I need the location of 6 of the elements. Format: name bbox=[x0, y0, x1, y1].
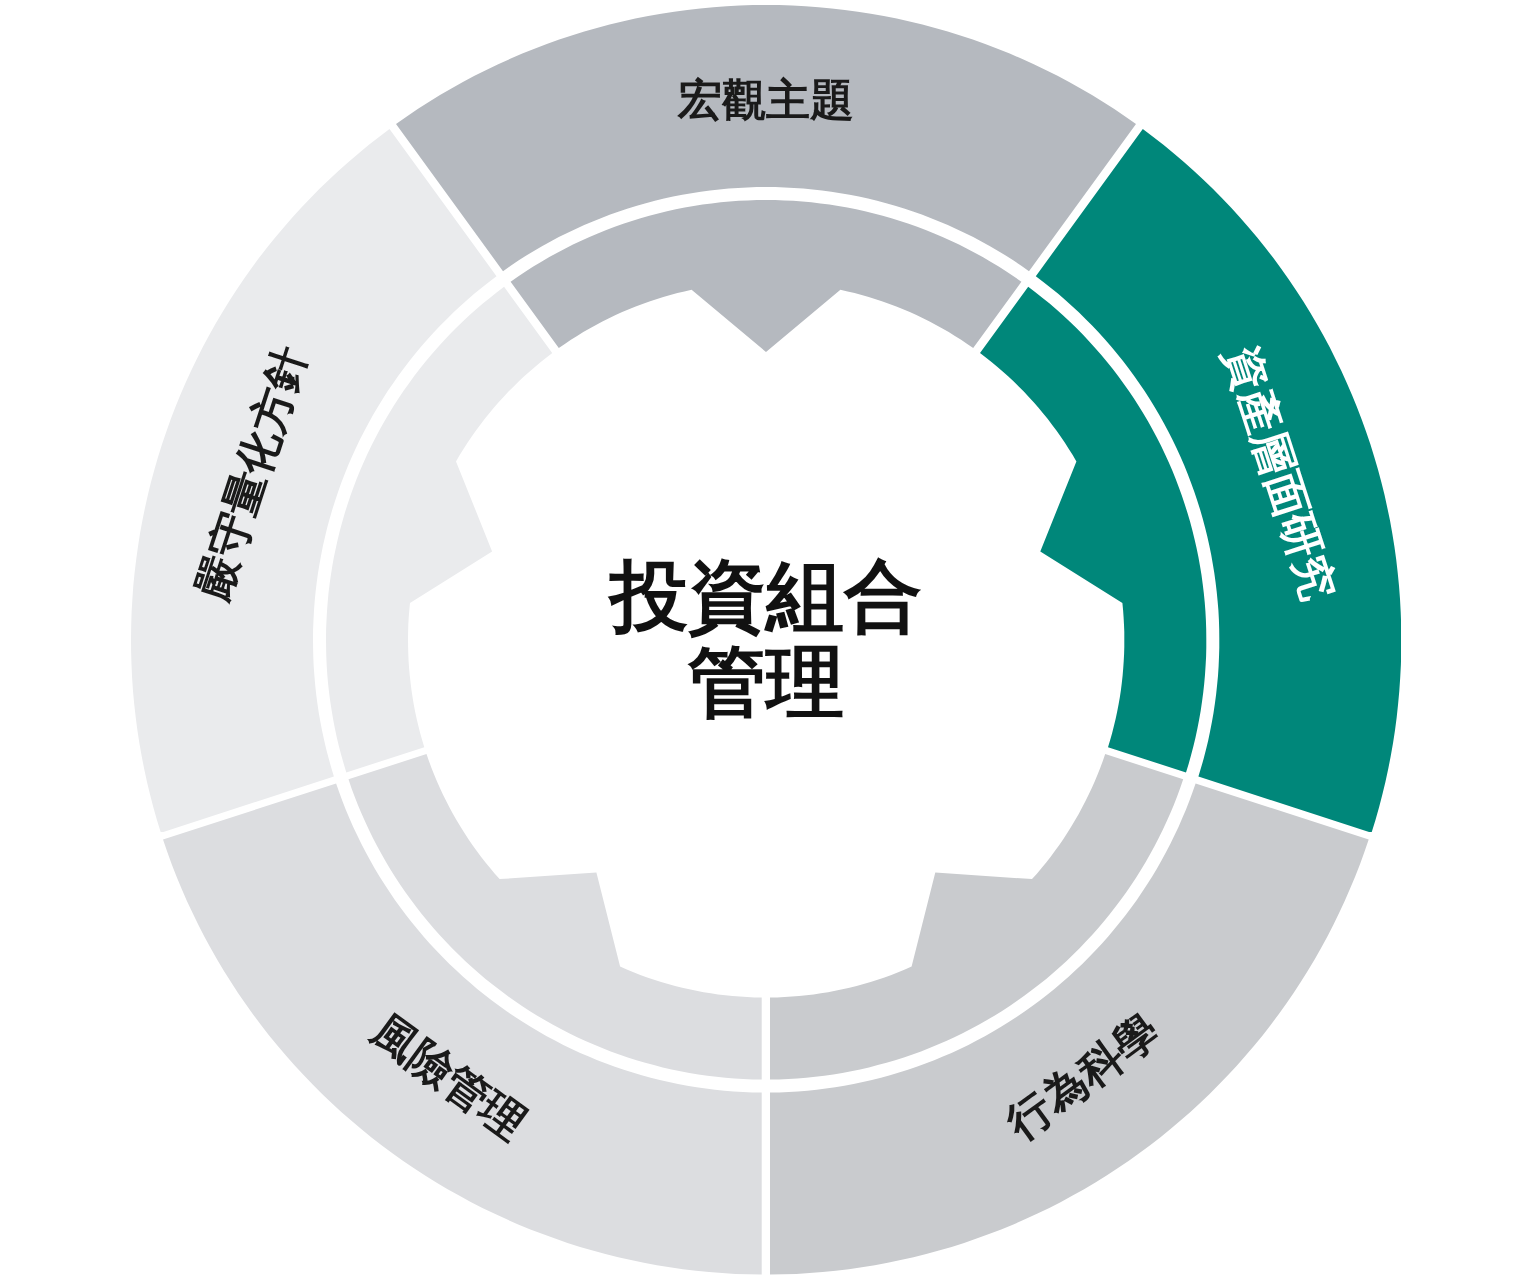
segment-label: 嚴守量化方針 bbox=[188, 340, 317, 607]
segment-label: 風險管理 bbox=[363, 1005, 534, 1149]
segment-label: 資產層面研究 bbox=[1215, 340, 1344, 607]
center-label: 投資組合管理 bbox=[606, 554, 926, 726]
segment-label: 宏觀主題 bbox=[678, 75, 854, 125]
segment-label: 行為科學 bbox=[997, 1005, 1169, 1149]
